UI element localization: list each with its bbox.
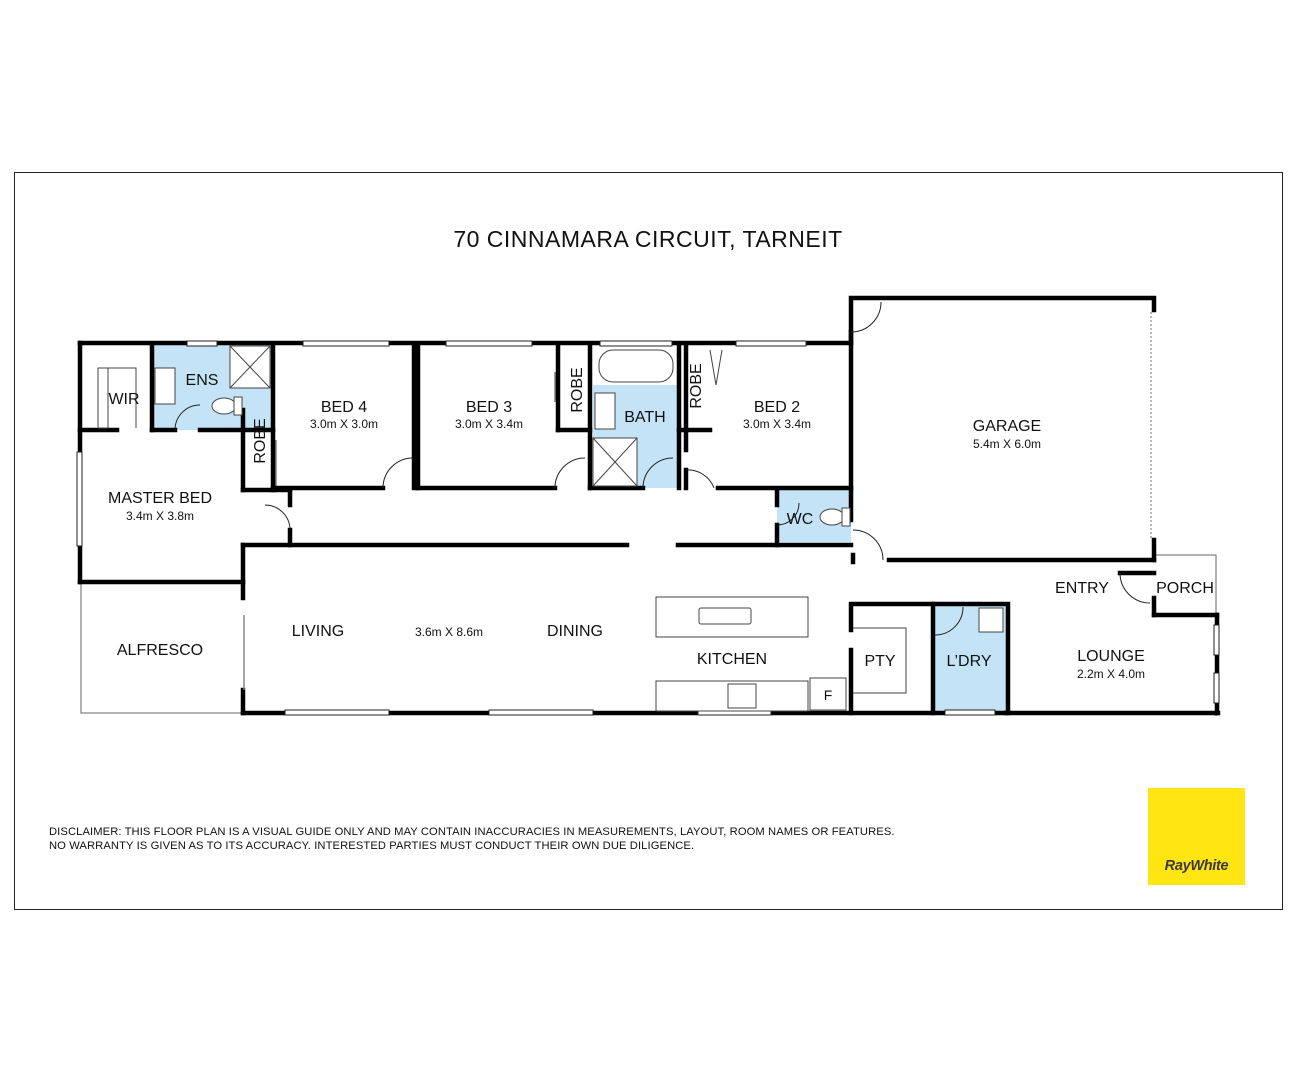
ens-vanity	[154, 367, 176, 405]
disclaimer-line-1: DISCLAIMER: THIS FLOOR PLAN IS A VISUAL …	[49, 826, 895, 838]
garage-label: GARAGE	[973, 418, 1041, 435]
living-label: LIVING	[292, 623, 344, 640]
door-swings	[174, 301, 1151, 636]
fridge-label: F	[824, 687, 833, 703]
outdoor-outlines	[80, 554, 1217, 716]
robe2-label: ROBE	[569, 367, 586, 412]
pty-label: PTY	[864, 653, 895, 670]
disclaimer-line-2: NO WARRANTY IS GIVEN AS TO ITS ACCURACY.…	[49, 840, 695, 852]
fridge-space	[809, 677, 847, 711]
fixtures	[97, 345, 1004, 712]
logo-text: RayWhite	[1164, 858, 1229, 874]
bath-tub	[598, 349, 674, 383]
entry-label: ENTRY	[1055, 580, 1109, 597]
kitchen-label: KITCHEN	[697, 651, 767, 668]
master-label: MASTER BED	[108, 490, 212, 507]
ens-toilet	[211, 397, 237, 415]
raywhite-logo: RayWhite	[1148, 788, 1245, 885]
living-dim: 3.6m X 8.6m	[415, 625, 483, 639]
wc-label: WC	[787, 511, 814, 528]
bed3-dim: 3.0m X 3.4m	[455, 417, 523, 431]
bath-label: BATH	[624, 409, 665, 426]
windows	[76, 340, 1220, 716]
bed4-label: BED 4	[321, 399, 367, 416]
master-dim: 3.4m X 3.8m	[126, 509, 194, 523]
alfresco-outline	[80, 584, 242, 714]
lounge-label: LOUNGE	[1077, 648, 1145, 665]
cooktop	[727, 683, 757, 709]
garage-dim: 5.4m X 6.0m	[973, 437, 1041, 451]
ldry-label: L’DRY	[946, 653, 991, 670]
robe-bifold	[709, 349, 723, 386]
dining-label: DINING	[547, 623, 603, 640]
disclaimer: DISCLAIMER: THIS FLOOR PLAN IS A VISUAL …	[49, 825, 895, 853]
plan-title: 70 CINNAMARA CIRCUIT, TARNEIT	[453, 226, 843, 252]
ens-label: ENS	[186, 372, 219, 389]
laundry-tub	[978, 607, 1004, 633]
bed2-label: BED 2	[754, 399, 800, 416]
bed2-dim: 3.0m X 3.4m	[743, 417, 811, 431]
alfresco-label: ALFRESCO	[117, 642, 203, 659]
porch-label: PORCH	[1156, 580, 1214, 597]
sink	[698, 607, 752, 625]
robe3-label: ROBE	[688, 363, 705, 408]
wet-areas	[152, 345, 1006, 712]
wir-label: WIR	[108, 391, 139, 408]
wir-shelf	[97, 367, 109, 429]
plan-frame	[14, 172, 1283, 910]
bath-vanity	[594, 392, 616, 430]
bed4-dim: 3.0m X 3.0m	[310, 417, 378, 431]
pantry-shelf	[853, 627, 907, 694]
walls	[77, 295, 1221, 716]
wc-toilet	[819, 508, 845, 526]
robe1-label: ROBE	[252, 418, 269, 463]
bed3-label: BED 3	[466, 399, 512, 416]
lounge-dim: 2.2m X 4.0m	[1077, 667, 1145, 681]
wir-shelf-top	[98, 367, 137, 428]
room-labels: WIR ENS BED 4 3.0m X 3.0m BED 3 3.0m X 3…	[108, 363, 1214, 703]
